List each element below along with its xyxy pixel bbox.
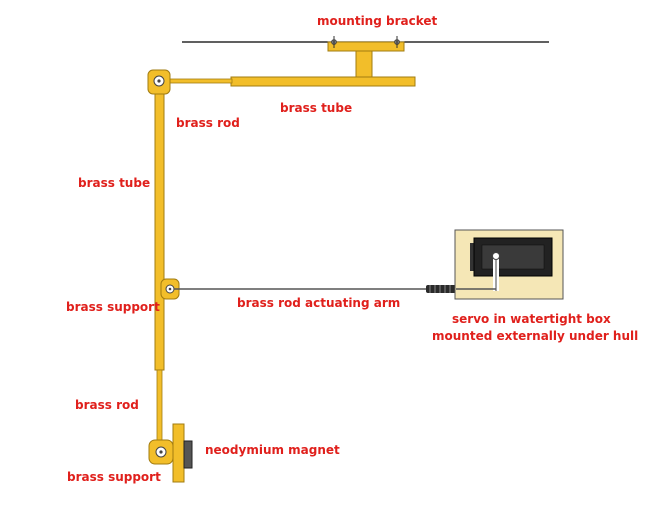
arm-spring-seal <box>426 285 456 293</box>
mounting-bracket <box>327 36 405 81</box>
label-brass-support-middle: brass support <box>66 300 160 314</box>
label-brass-rod-arm: brass rod actuating arm <box>237 296 401 310</box>
brass-rod-horizontal <box>166 78 233 84</box>
label-neodymium-magnet: neodymium magnet <box>205 443 340 457</box>
top-elbow-joint <box>147 69 171 95</box>
neodymium-magnet <box>183 440 193 469</box>
label-mounting-bracket: mounting bracket <box>317 14 438 28</box>
label-brass-rod-top: brass rod <box>176 116 240 130</box>
label-servo-line2: mounted externally under hull <box>432 329 639 343</box>
magnet-mount-plate <box>172 423 185 483</box>
servo-box <box>454 229 564 300</box>
brass-support-bottom <box>148 439 174 465</box>
label-brass-tube-top: brass tube <box>280 101 353 115</box>
label-brass-tube-left: brass tube <box>78 176 151 190</box>
label-servo-line1: servo in watertight box <box>452 312 611 326</box>
brass-tube-horizontal <box>230 76 416 87</box>
brass-tube-vertical <box>154 89 165 371</box>
label-brass-support-bottom: brass support <box>67 470 161 484</box>
label-brass-rod-bottom: brass rod <box>75 398 139 412</box>
